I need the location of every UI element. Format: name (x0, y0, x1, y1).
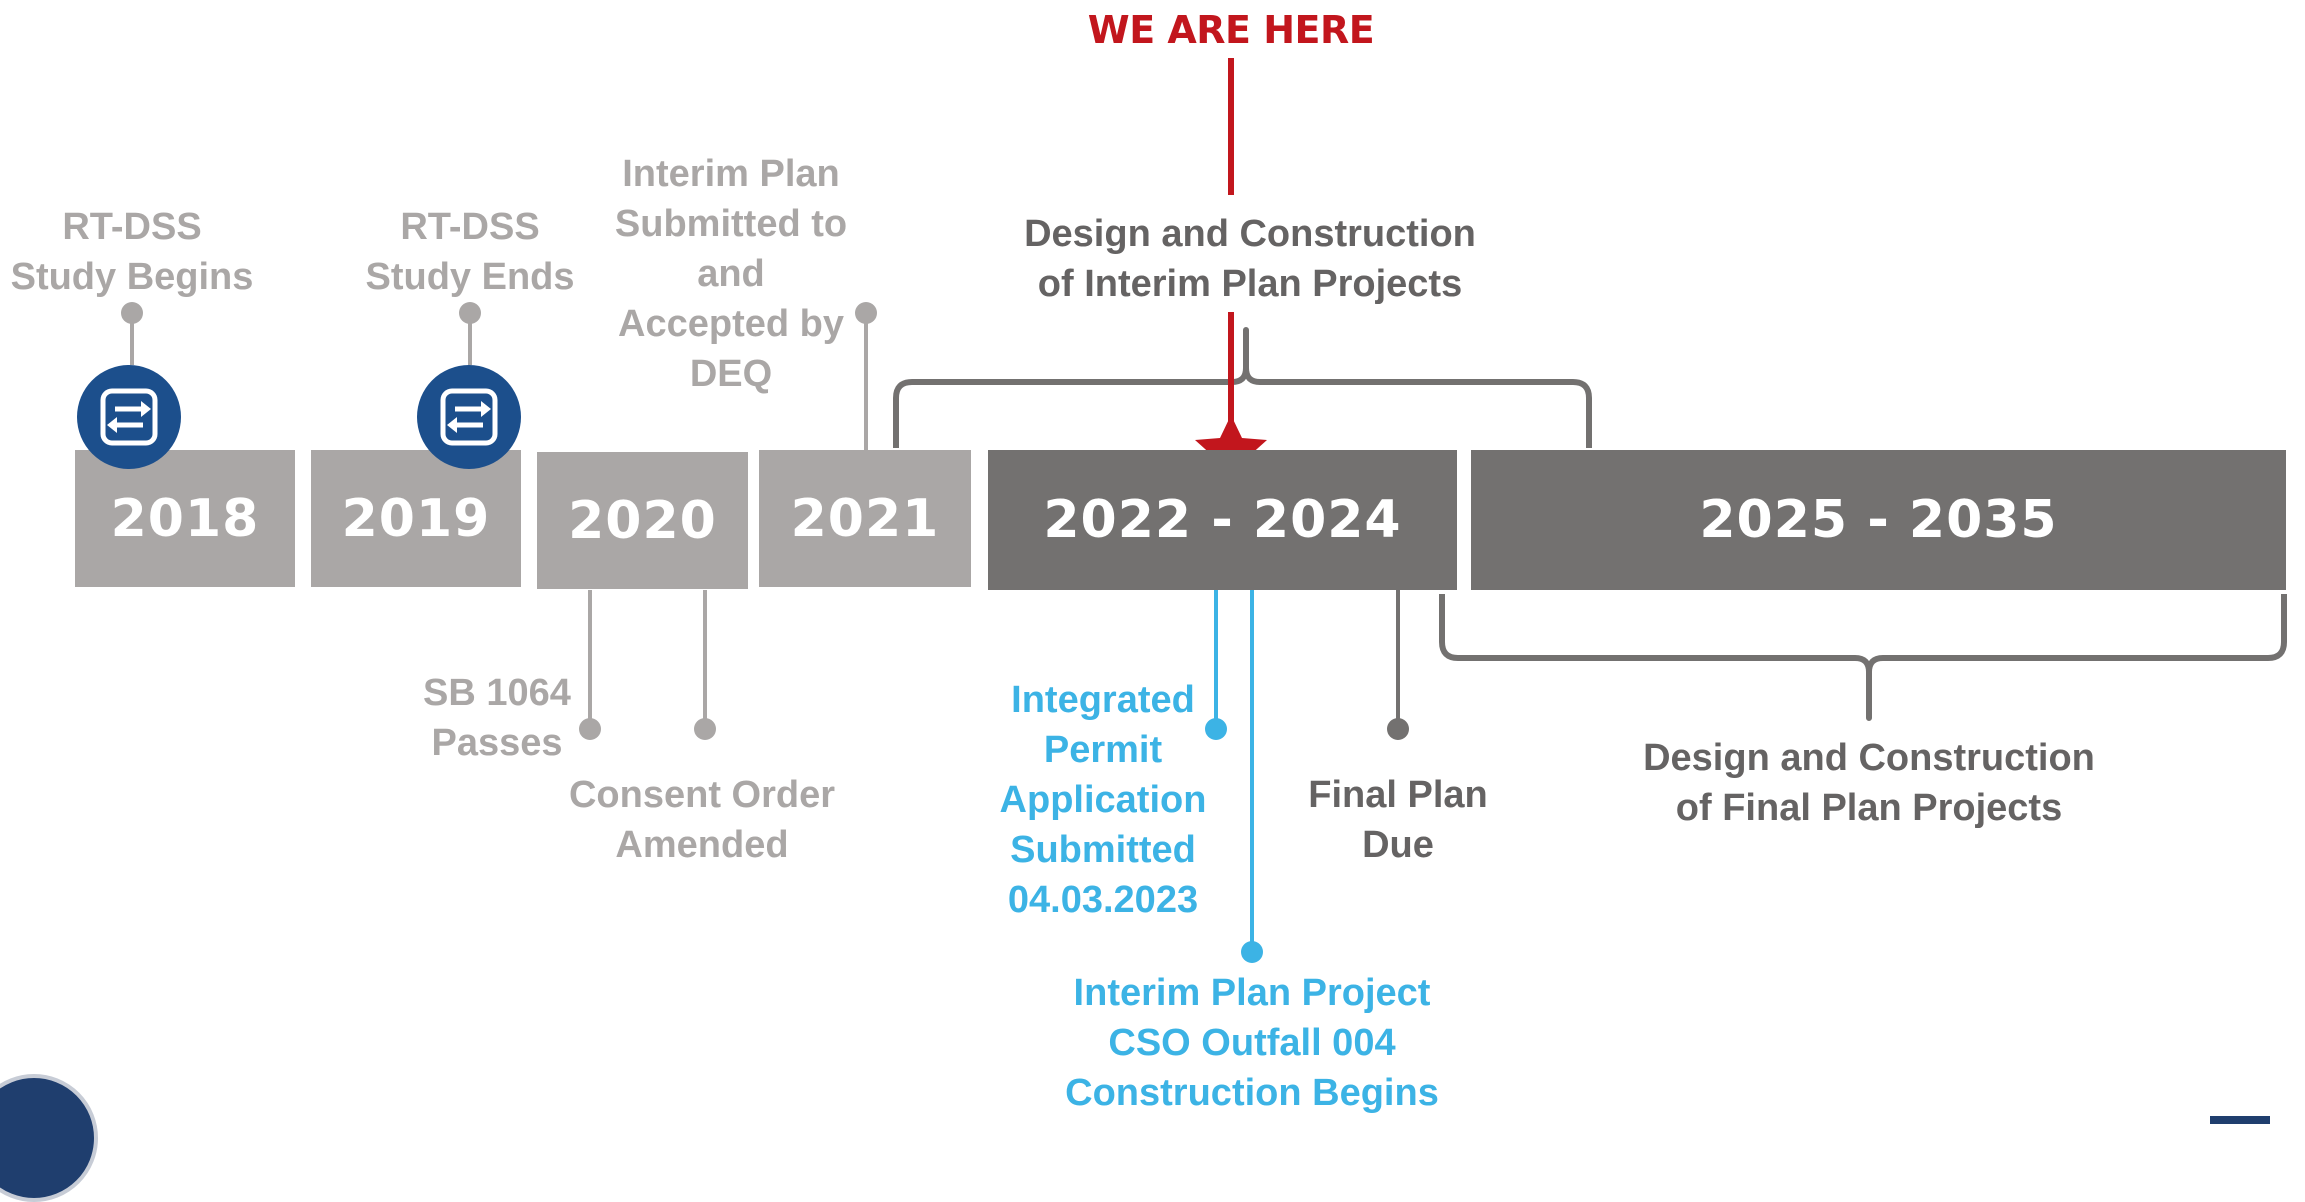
year-box-2021: 2021 (759, 450, 971, 587)
label-final-plan-due: Final Plan Due (1308, 774, 1488, 866)
year-label: 2025 - 2035 (1699, 490, 2058, 550)
year-box-2020: 2020 (537, 452, 748, 589)
label-study-begins: RT-DSS Study Begins (10, 206, 254, 298)
year-label: 2019 (341, 488, 491, 549)
bracket-final (1439, 594, 2287, 721)
label-bracket-interim: Design and Construction of Interim Plan … (1024, 213, 1476, 305)
timeline-connectors (121, 58, 2287, 963)
label-consent-order: Consent Order Amended (568, 774, 836, 866)
year-box-2018: 2018 (75, 450, 295, 587)
swap-arrows-icon (417, 365, 521, 469)
year-box-2019: 2019 (311, 450, 521, 587)
label-bracket-final: Design and Construction of Final Plan Pr… (1643, 737, 2095, 829)
swap-arrows-icon (77, 365, 181, 469)
dot-study-ends (459, 302, 481, 324)
year-label: 2018 (110, 488, 260, 549)
dot-sb1064 (579, 718, 601, 740)
label-interim-plan-accepted: Interim Plan Submitted to and Accepted b… (614, 153, 848, 395)
dot-outfall (1241, 941, 1263, 963)
year-label: 2022 - 2024 (1043, 490, 1402, 550)
corner-logo-fragment (2210, 1116, 2270, 1124)
dot-consent-order (694, 718, 716, 740)
year-label: 2020 (568, 490, 717, 551)
year-label: 2021 (790, 488, 940, 549)
we-are-here-label: WE ARE HERE (1087, 8, 1375, 52)
dot-permit (1205, 718, 1227, 740)
label-permit-submitted: Integrated Permit Application Submitted … (999, 679, 1207, 921)
label-sb1064: SB 1064 Passes (423, 672, 571, 764)
year-box-2022-2024: 2022 - 2024 (988, 450, 1457, 590)
dot-final-plan (1387, 718, 1409, 740)
label-study-ends: RT-DSS Study Ends (365, 206, 575, 298)
dot-study-begins (121, 302, 143, 324)
timeline-graphic: 2018 2019 2020 2021 2022 - 2024 2025 - 2… (0, 8, 2287, 1202)
dot-interim-plan (855, 302, 877, 324)
bracket-interim (893, 327, 1592, 448)
year-box-2025-2035: 2025 - 2035 (1471, 450, 2286, 590)
label-outfall-construction: Interim Plan Project CSO Outfall 004 Con… (1065, 972, 1439, 1114)
